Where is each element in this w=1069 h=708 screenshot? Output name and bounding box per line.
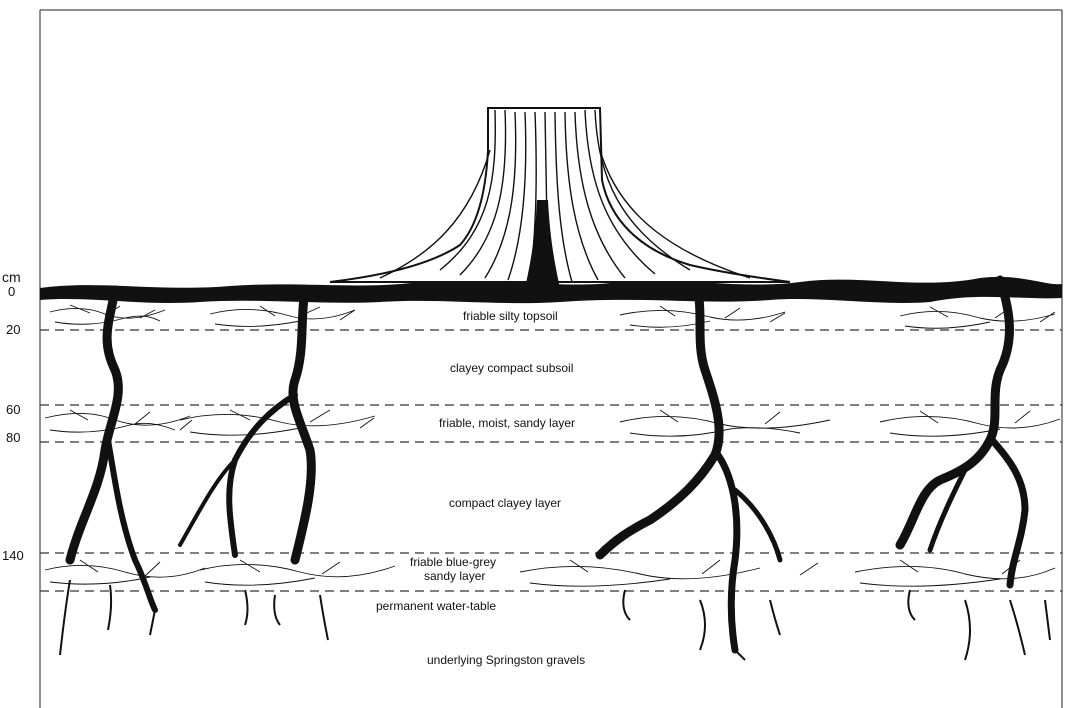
root-mat-sandy-3 [620,410,830,436]
tree-stump-icon [330,108,790,288]
main-roots [70,280,1025,650]
depth-tick-80: 80 [6,431,20,444]
layer-label-topsoil: friable silty topsoil [460,310,561,323]
stump-body [330,108,790,282]
root-mat-bluegrey-4 [855,560,1055,586]
taproot-3c [735,490,780,560]
layer-label-bluegrey-2: sandy layer [421,570,488,583]
layer-label-bluegrey-1: friable blue-grey [407,556,499,569]
deep-tip-3 [623,590,780,660]
fine-root-mats [45,305,1060,586]
root-mat-topsoil-2 [210,306,355,326]
root-mat-sandy-2 [180,410,375,435]
taproot-4 [900,280,1009,545]
depth-tick-0: 0 [8,285,15,298]
deep-tip-2 [245,590,328,640]
layer-label-compact-clayey: compact clayey layer [446,497,564,510]
layer-label-gravels: underlying Springston gravels [424,654,588,667]
root-mat-sandy-4 [880,411,1060,436]
depth-unit-label: cm [2,270,21,284]
taproot-2b [229,395,295,555]
taproot-4b [992,440,1025,585]
root-mat-bluegrey-2 [200,560,395,585]
taproot-3 [600,280,719,555]
layer-label-watertable: permanent water-table [373,600,499,613]
layer-label-subsoil: clayey compact subsoil [447,362,576,375]
root-mat-topsoil-4 [900,307,1055,328]
deep-tip-4 [908,590,1050,660]
taproot-1b [108,440,155,610]
layer-label-sandy: friable, moist, sandy layer [436,417,578,430]
root-mat-bluegrey-3 [520,560,818,586]
deep-root-tips [60,580,1050,660]
depth-tick-60: 60 [6,403,20,416]
depth-tick-20: 20 [6,323,20,336]
depth-tick-140: 140 [2,549,24,562]
